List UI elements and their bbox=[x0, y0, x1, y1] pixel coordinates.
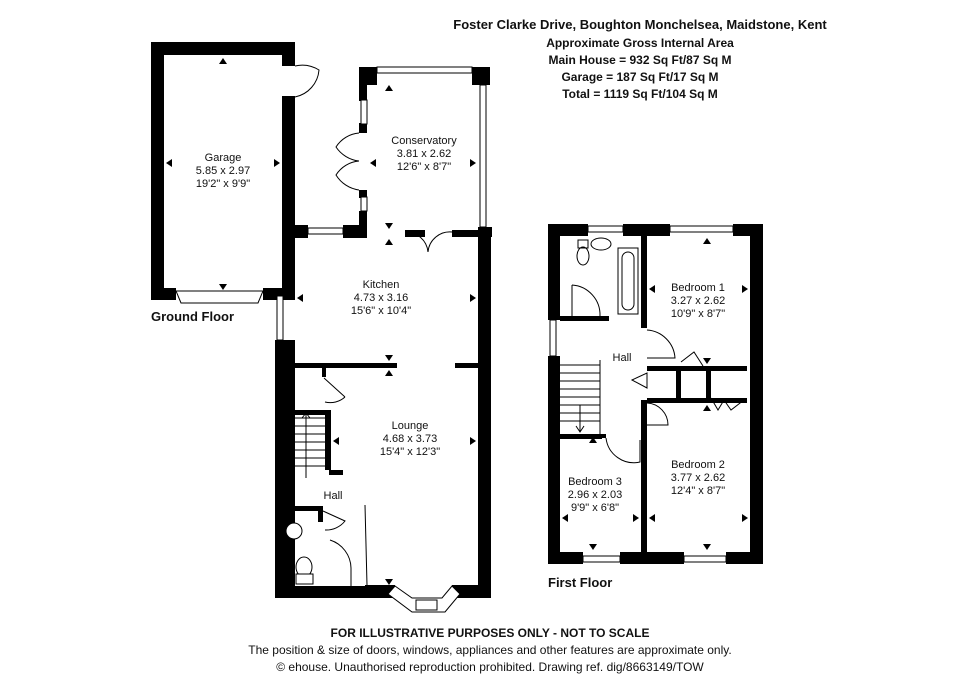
room-name: Lounge bbox=[391, 420, 429, 432]
room-bedroom-1: Bedroom 1 3.27 x 2.62 10'9" x 8'7" bbox=[671, 282, 725, 321]
room-ground-hall: Hall bbox=[324, 490, 343, 503]
room-name: Hall bbox=[323, 490, 343, 502]
first-floor-label: First Floor bbox=[548, 575, 613, 590]
room-garage: Garage 5.85 x 2.97 19'2" x 9'9" bbox=[196, 152, 250, 191]
area-title: Approximate Gross Internal Area bbox=[546, 36, 734, 50]
room-metric: 2.96 x 2.03 bbox=[567, 489, 623, 501]
room-imperial: 12'6" x 8'7" bbox=[396, 161, 452, 173]
room-imperial: 15'4" x 12'3" bbox=[379, 446, 441, 458]
copyright-notice: © ehouse. Unauthorised reproduction proh… bbox=[276, 660, 704, 674]
garage-area: Garage = 187 Sq Ft/17 Sq M bbox=[561, 70, 719, 84]
room-metric: 5.85 x 2.97 bbox=[195, 165, 251, 177]
room-name: Bedroom 1 bbox=[671, 282, 725, 294]
room-name: Bedroom 3 bbox=[568, 476, 622, 488]
room-imperial: 9'9" x 6'8" bbox=[570, 502, 620, 514]
room-lounge: Lounge 4.68 x 3.73 15'4" x 12'3" bbox=[380, 420, 440, 459]
room-name: Garage bbox=[204, 152, 242, 164]
ground-floor-label: Ground Floor bbox=[151, 309, 235, 324]
main-house-area: Main House = 932 Sq Ft/87 Sq M bbox=[548, 53, 732, 67]
room-imperial: 19'2" x 9'9" bbox=[195, 178, 251, 190]
room-bedroom-2: Bedroom 2 3.77 x 2.62 12'4" x 8'7" bbox=[671, 459, 725, 498]
room-imperial: 12'4" x 8'7" bbox=[670, 485, 726, 497]
room-imperial: 10'9" x 8'7" bbox=[670, 308, 726, 320]
room-metric: 3.81 x 2.62 bbox=[396, 148, 452, 160]
room-metric: 3.27 x 2.62 bbox=[670, 295, 726, 307]
room-bedroom-3: Bedroom 3 2.96 x 2.03 9'9" x 6'8" bbox=[568, 476, 622, 515]
room-name: Kitchen bbox=[362, 279, 400, 291]
disclaimer: FOR ILLUSTRATIVE PURPOSES ONLY - NOT TO … bbox=[330, 626, 650, 640]
room-first-hall: Hall bbox=[613, 352, 632, 365]
room-metric: 3.77 x 2.62 bbox=[670, 472, 726, 484]
approximation-note: The position & size of doors, windows, a… bbox=[248, 643, 732, 657]
room-conservatory: Conservatory 3.81 x 2.62 12'6" x 8'7" bbox=[391, 135, 456, 174]
room-metric: 4.73 x 3.16 bbox=[353, 292, 409, 304]
room-name: Conservatory bbox=[391, 135, 457, 147]
room-imperial: 15'6" x 10'4" bbox=[350, 305, 412, 317]
room-metric: 4.68 x 3.73 bbox=[382, 433, 438, 445]
room-name: Hall bbox=[612, 352, 632, 364]
footer: FOR ILLUSTRATIVE PURPOSES ONLY - NOT TO … bbox=[0, 626, 980, 674]
room-name: Bedroom 2 bbox=[671, 459, 725, 471]
total-area: Total = 1119 Sq Ft/104 Sq M bbox=[562, 87, 718, 101]
room-kitchen: Kitchen 4.73 x 3.16 15'6" x 10'4" bbox=[351, 279, 411, 318]
address-title: Foster Clarke Drive, Boughton Monchelsea… bbox=[453, 17, 827, 32]
